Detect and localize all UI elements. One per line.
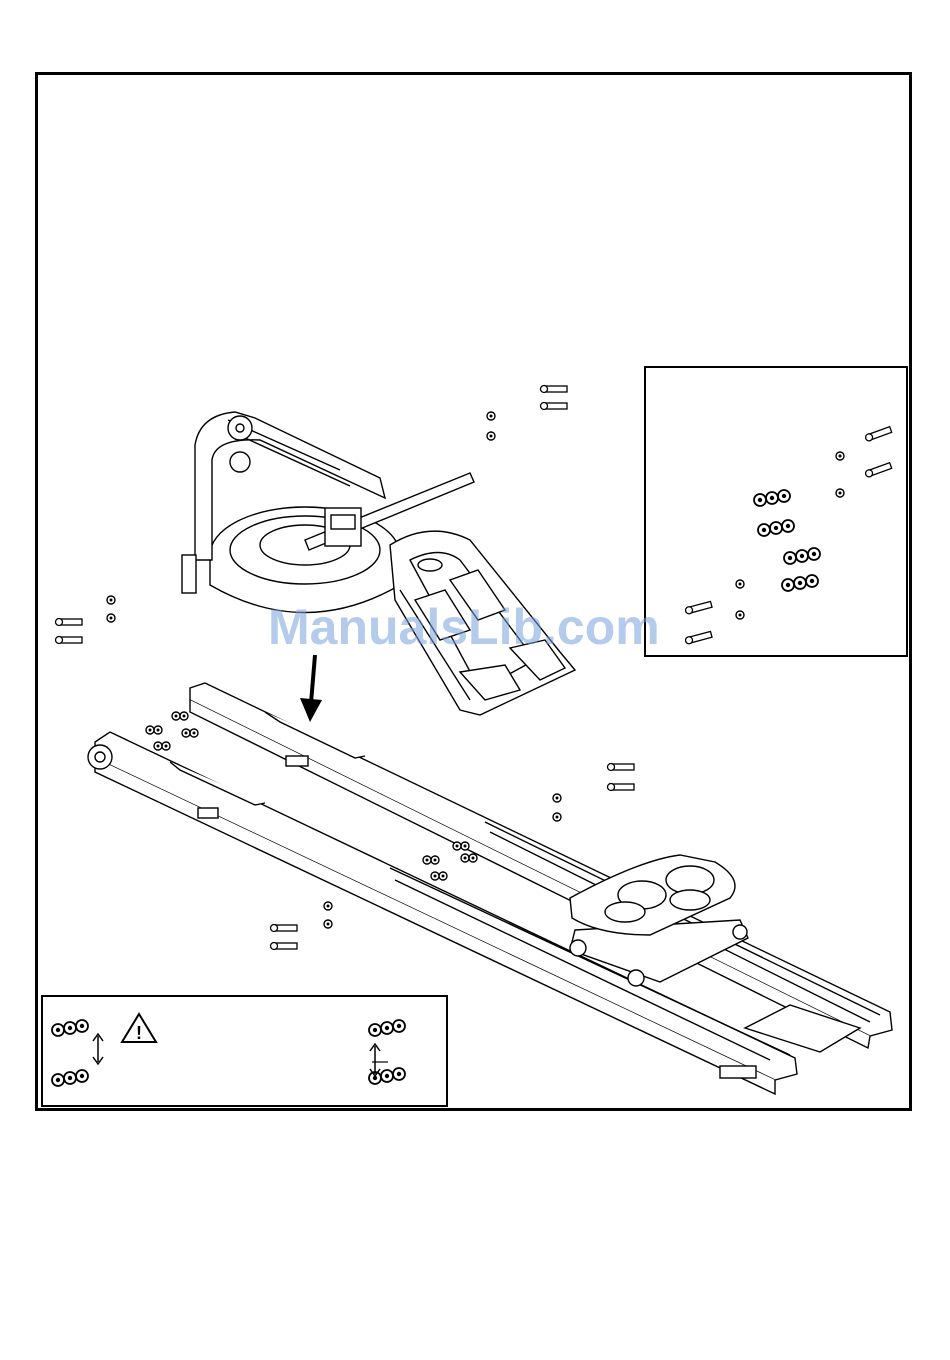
upper-right-bolts [487, 386, 567, 441]
legend-box: ! [42, 996, 447, 1106]
warning-mark: ! [136, 1023, 142, 1043]
detail-inset [645, 367, 907, 656]
down-arrow-icon [300, 655, 322, 722]
upper-left-bolts [56, 596, 116, 644]
water-tank-footboard-unit [182, 412, 575, 715]
